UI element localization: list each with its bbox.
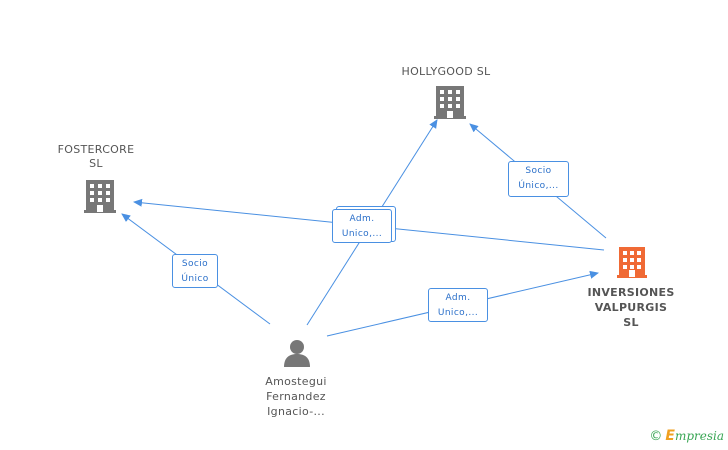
- person-name-line1: Amostegui: [265, 375, 327, 388]
- edge-label-line2: Unico,...: [437, 308, 479, 318]
- node-label-fostercore[interactable]: FOSTERCORE SL: [46, 143, 146, 171]
- node-label-person[interactable]: Amostegui Fernandez Ignacio-...: [246, 374, 346, 419]
- edge-label-line1: Adm.: [445, 293, 471, 303]
- brand-name: mpresia: [674, 429, 724, 443]
- brand-initial: E: [665, 428, 675, 444]
- edge-label-line1: Socio: [181, 259, 209, 269]
- inversiones-name-line2: VALPURGIS: [594, 301, 668, 314]
- edge-label-adm-unico-right[interactable]: Adm. Unico,...: [428, 288, 488, 322]
- building-icon: [434, 86, 466, 119]
- edge-label-adm-unico-center[interactable]: Adm. Unico,...: [332, 209, 392, 243]
- edge-label-line2: Único: [181, 274, 209, 284]
- node-label-hollygood[interactable]: HOLLYGOOD SL: [386, 65, 506, 79]
- inversiones-name-line1: INVERSIONES: [587, 286, 675, 299]
- fostercore-name-line1: FOSTERCORE: [57, 143, 135, 156]
- brand-footer: ©Empresia: [649, 428, 724, 444]
- edge-label-socio-unico-fostercore[interactable]: Socio Único: [172, 254, 218, 288]
- copyright-symbol: ©: [649, 429, 663, 444]
- node-label-inversiones[interactable]: INVERSIONES VALPURGIS SL: [576, 285, 686, 330]
- edge-label-line2: Único,...: [518, 181, 559, 191]
- person-name-line3: Ignacio-...: [267, 405, 325, 418]
- person-name-line2: Fernandez: [266, 390, 326, 403]
- edge-label-socio-unico-hollygood[interactable]: Socio Único,...: [508, 161, 569, 197]
- person-icon: [284, 340, 310, 367]
- inversiones-name-line3: SL: [623, 316, 639, 329]
- fostercore-name-line2: SL: [89, 157, 103, 170]
- edge-label-line1: Adm.: [349, 214, 375, 224]
- hollygood-name: HOLLYGOOD SL: [401, 65, 491, 78]
- edge-label-line2: Unico,...: [341, 229, 383, 239]
- building-icon: [617, 247, 647, 278]
- building-icon: [84, 180, 116, 213]
- edge-label-line1: Socio: [525, 166, 552, 176]
